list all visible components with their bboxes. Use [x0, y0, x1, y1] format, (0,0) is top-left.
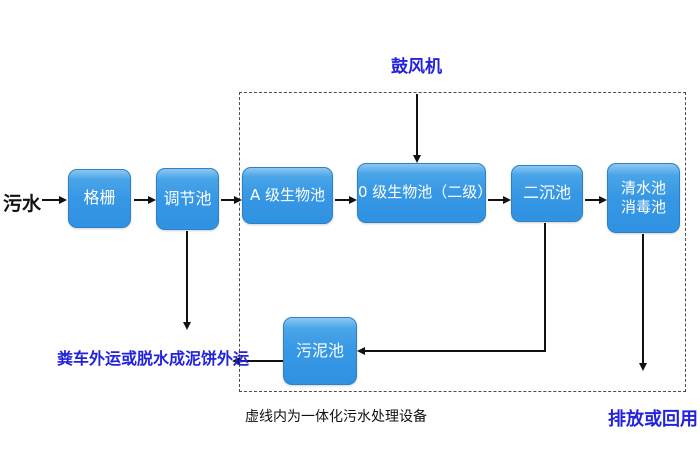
dashed-boundary-note-label: 虚线内为一体化污水处理设备 — [245, 409, 427, 425]
regulating-tank-box: 调节池 — [156, 168, 219, 230]
o-bio-tank-box: 0 级生物池（二级） — [357, 163, 493, 223]
secondary-sedimentation-box: 二沉池 — [511, 165, 583, 222]
a-bio-tank-box: A 级生物池 — [242, 167, 333, 224]
sludge-out-label: 粪车外运或脱水成泥饼外运 — [57, 349, 250, 368]
secondary-sedimentation-label: 二沉池 — [522, 183, 571, 203]
grid-box: 格栅 — [68, 169, 131, 228]
sludge-tank-label: 污泥池 — [295, 340, 344, 360]
integrated-equipment-dashed-boundary — [239, 92, 686, 392]
inlet-label: 污水 — [3, 193, 42, 215]
a-bio-tank-label: A 级生物池 — [249, 185, 326, 204]
discharge-label: 排放或回用 — [608, 409, 698, 430]
grid-box-label: 格栅 — [83, 188, 116, 208]
clearwater-label: 清水池 — [620, 178, 666, 197]
clearwater-disinfection-box: 清水池 消毒池 — [607, 163, 680, 233]
blower-label: 鼓风机 — [391, 57, 442, 77]
o-bio-tank-label: 0 级生物池（二级） — [358, 183, 493, 202]
disinfection-label: 消毒池 — [620, 198, 666, 216]
regulating-tank-label: 调节池 — [163, 188, 212, 208]
sludge-tank-box: 污泥池 — [283, 317, 357, 385]
